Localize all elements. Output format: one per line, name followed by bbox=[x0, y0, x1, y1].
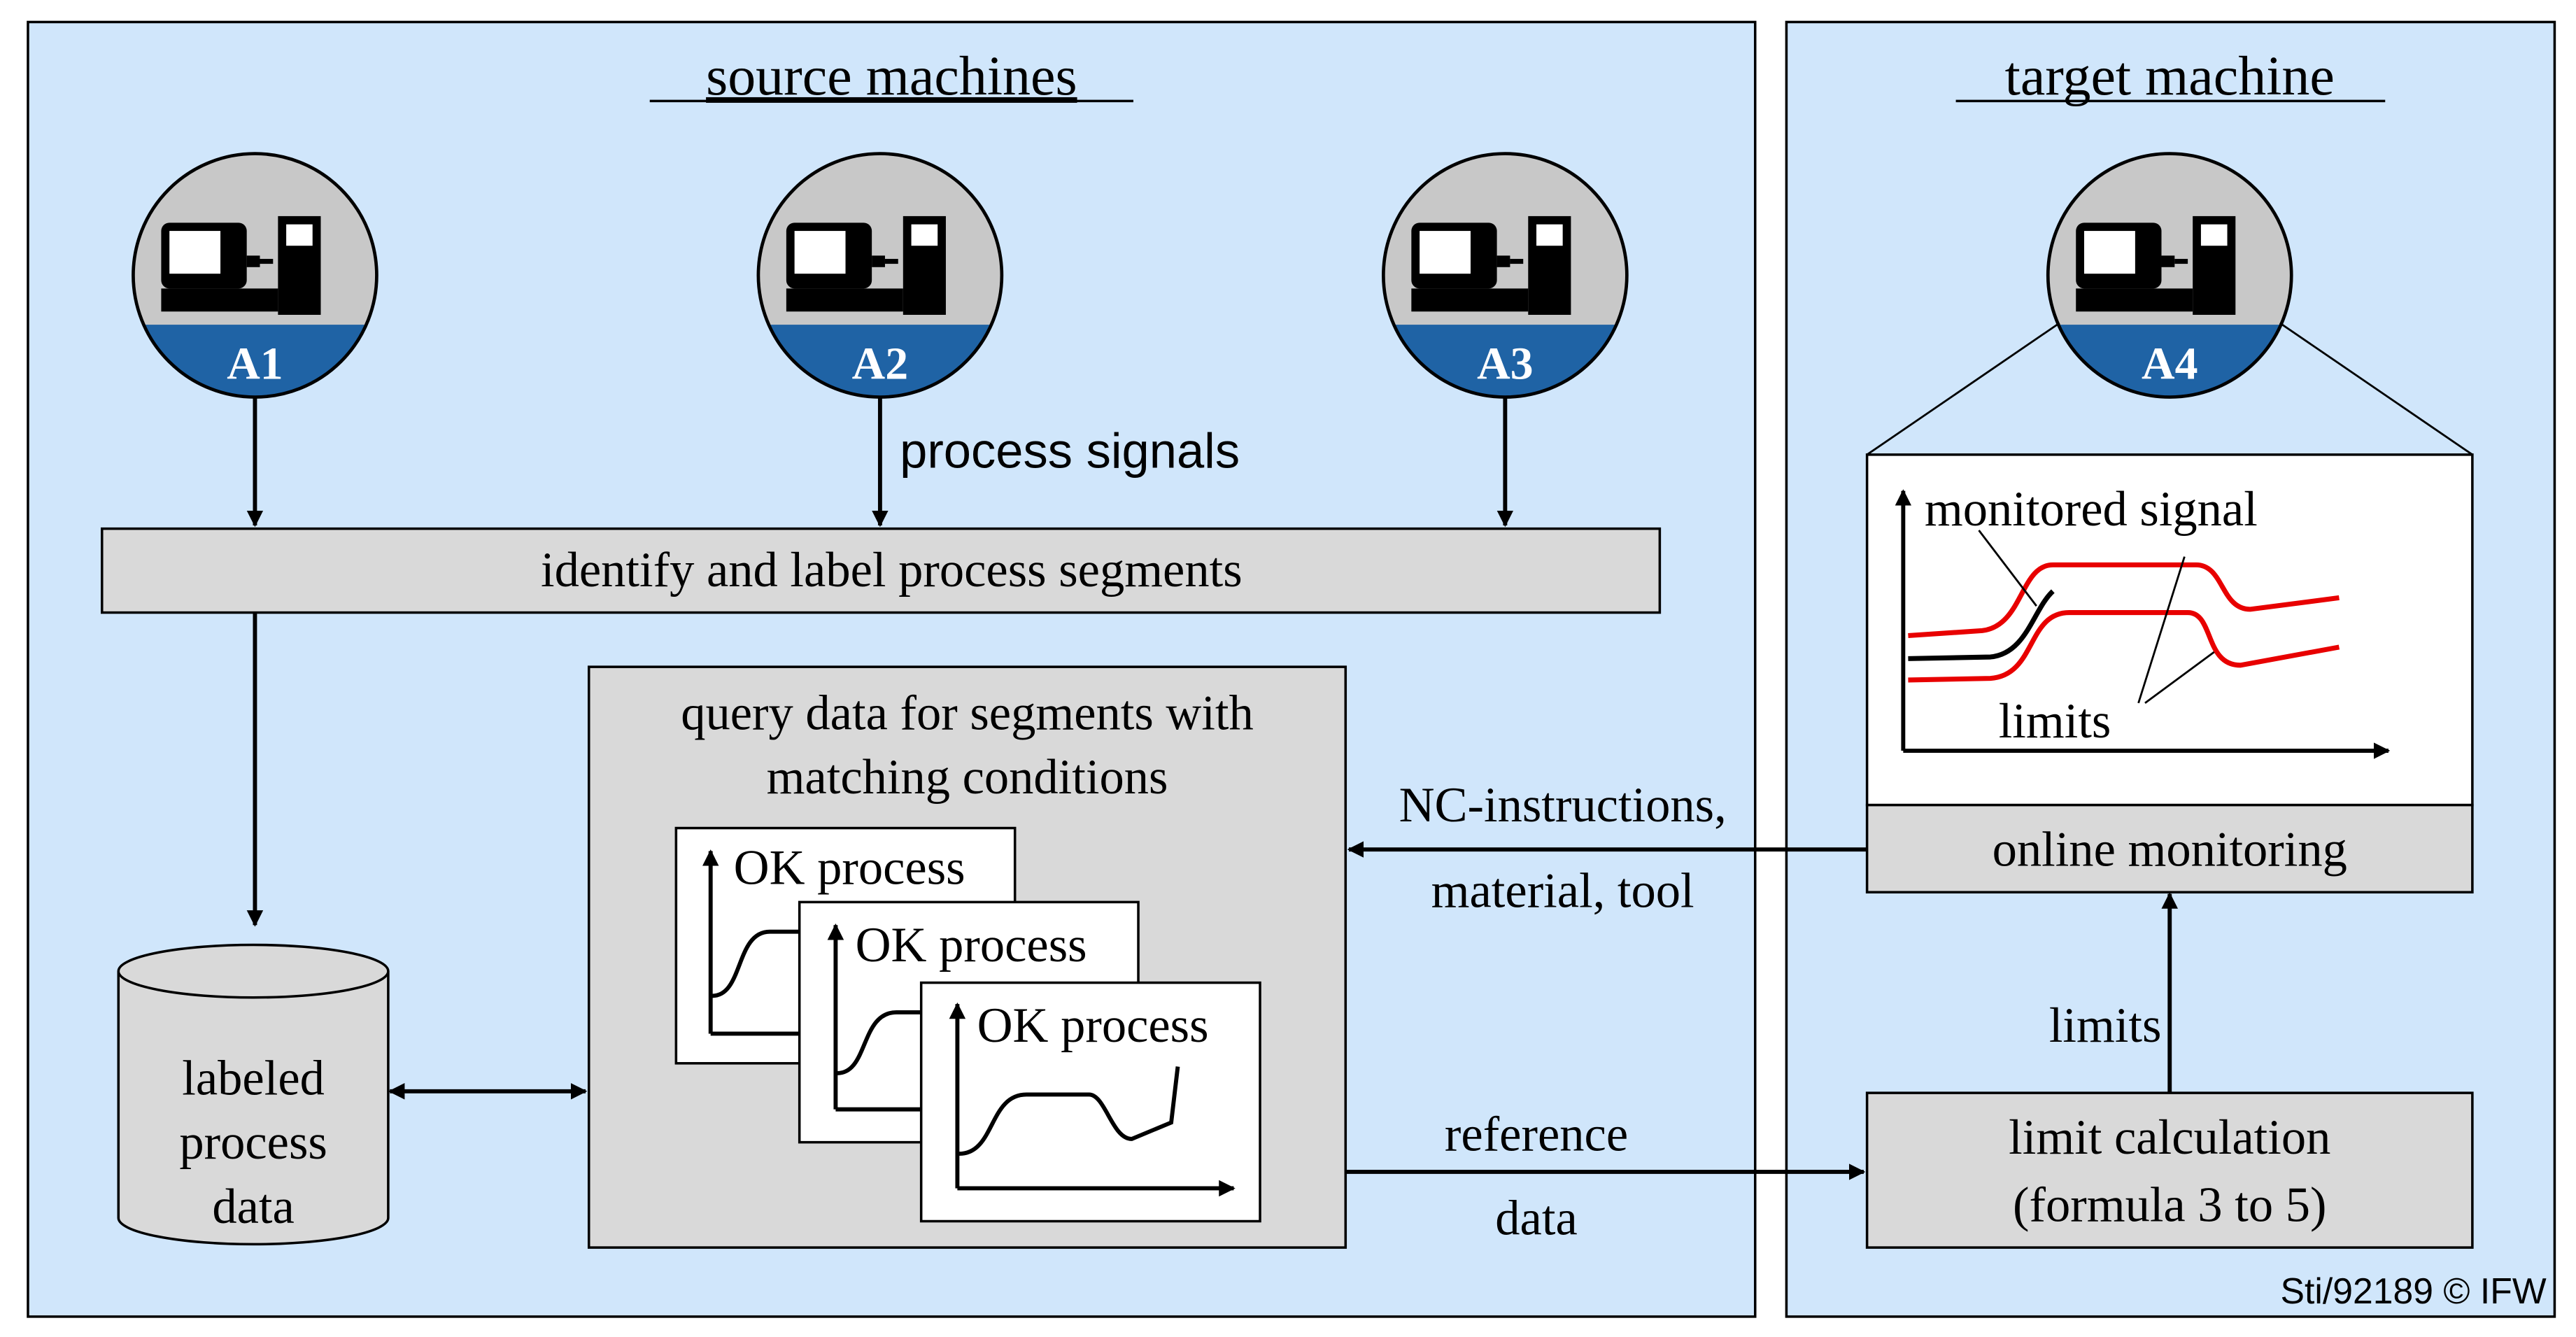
ok-process-card-3: OK process bbox=[919, 981, 1261, 1223]
zoom-line-left bbox=[1866, 322, 2060, 456]
ok-process-label-1: OK process bbox=[734, 841, 965, 896]
machine-label-a2: A2 bbox=[852, 339, 908, 390]
ok-process-label-2: OK process bbox=[856, 918, 1087, 972]
limits-plot-label: limits bbox=[1999, 694, 2111, 749]
labeled-process-data-database bbox=[117, 943, 390, 1246]
database-label-line3: data bbox=[212, 1180, 294, 1234]
machine-tool-icon bbox=[1411, 215, 1571, 315]
query-label-line1: query data for segments with bbox=[681, 686, 1254, 740]
machine-label-a1: A1 bbox=[227, 339, 283, 390]
database-label-line2: process bbox=[179, 1115, 327, 1170]
machine-label-a4: A4 bbox=[2142, 339, 2198, 390]
identify-segments-label: identify and label process segments bbox=[541, 543, 1243, 597]
monitored-signal-curve bbox=[1908, 589, 2055, 661]
machine-tool-icon bbox=[786, 215, 946, 315]
target-machine-title: target machine bbox=[2005, 45, 2335, 107]
reference-data-label-line1: reference bbox=[1445, 1107, 1628, 1161]
online-monitoring-label: online monitoring bbox=[1993, 823, 2347, 877]
limit-calculation-line1: limit calculation bbox=[2009, 1110, 2330, 1165]
monitored-signal-pointer bbox=[1978, 530, 2037, 607]
identify-segments-box bbox=[101, 527, 1662, 614]
reference-data-label-line2: data bbox=[1495, 1191, 1577, 1245]
machine-badge-a2: A2 bbox=[756, 152, 1004, 399]
machine-label-a3: A3 bbox=[1477, 339, 1533, 390]
material-tool-label: material, tool bbox=[1431, 863, 1694, 918]
nc-instructions-label: NC-instructions, bbox=[1399, 778, 1727, 833]
query-label-line2: matching conditions bbox=[767, 750, 1168, 805]
machine-tool-icon bbox=[2076, 215, 2236, 315]
machine-badge-a4: A4 bbox=[2046, 152, 2293, 399]
process-signals-label: process signals bbox=[900, 423, 1240, 479]
source-machines-title: source machines bbox=[706, 45, 1077, 107]
limits-pointer-upper bbox=[2137, 556, 2186, 704]
limits-pointer-lower bbox=[2144, 651, 2215, 705]
monitored-signal-label: monitored signal bbox=[1925, 482, 2258, 537]
copyright-label: Sti/92189 © IFW bbox=[2281, 1271, 2547, 1311]
machine-tool-icon bbox=[161, 215, 321, 315]
lower-limit-curve bbox=[1908, 610, 2340, 683]
limits-arrow-label: limits bbox=[2049, 998, 2162, 1053]
database-label-line1: labeled bbox=[182, 1051, 325, 1105]
limit-calculation-line2: (formula 3 to 5) bbox=[2013, 1178, 2326, 1233]
machine-badge-a3: A3 bbox=[1382, 152, 1629, 399]
zoom-line-right bbox=[2279, 322, 2473, 456]
limit-calculation-box bbox=[1865, 1091, 2474, 1249]
upper-limit-curve bbox=[1908, 562, 2340, 638]
online-monitoring-box bbox=[1865, 803, 2474, 894]
ok-process-label-3: OK process bbox=[977, 998, 1209, 1053]
